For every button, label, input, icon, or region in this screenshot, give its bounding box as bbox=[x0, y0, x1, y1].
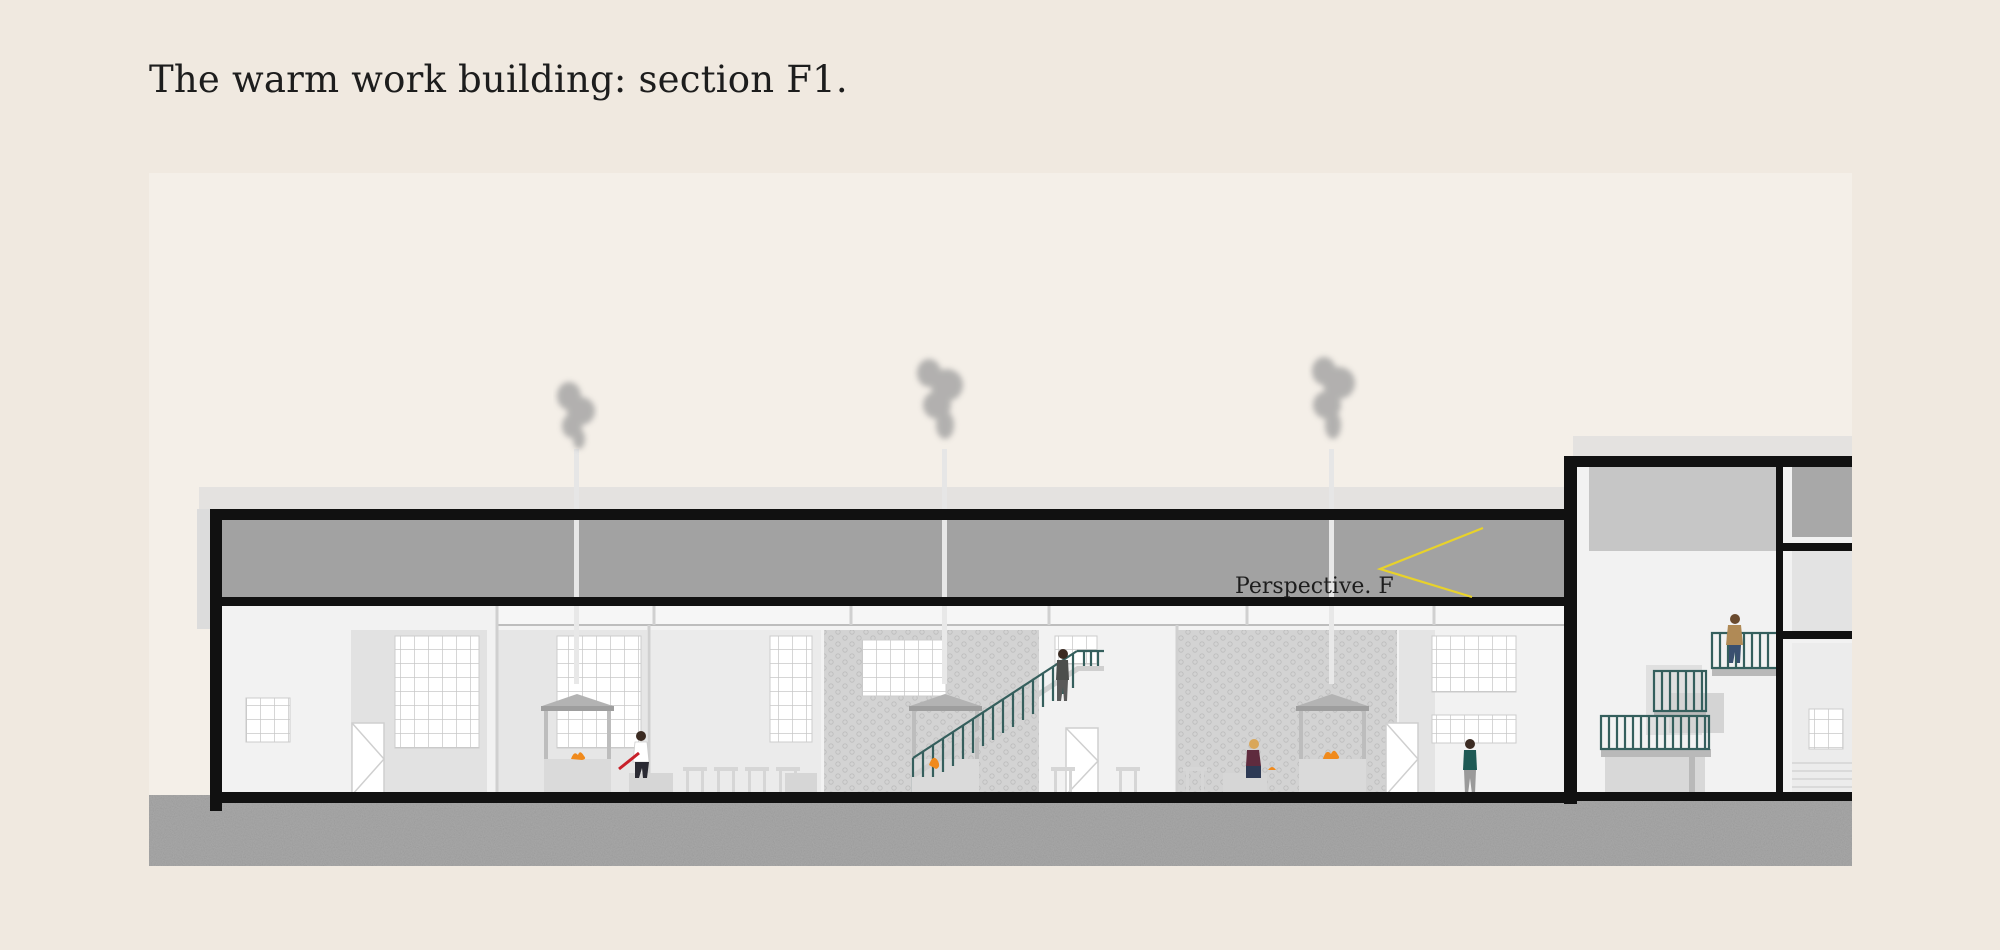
right-building bbox=[1564, 456, 1852, 804]
chimney-3 bbox=[1312, 357, 1355, 511]
ceiling-void bbox=[1792, 467, 1852, 537]
smoke-icon bbox=[557, 382, 595, 449]
window-icon bbox=[1431, 714, 1517, 744]
fire-icon bbox=[929, 757, 940, 769]
door-icon bbox=[1385, 722, 1420, 796]
window-icon bbox=[1431, 635, 1517, 693]
page-title: The warm work building: section F1. bbox=[149, 58, 848, 101]
person-icon bbox=[618, 731, 650, 778]
person-icon bbox=[1463, 739, 1477, 794]
perspective-marker: Perspective. F bbox=[1235, 526, 1484, 599]
roof-band-right bbox=[1573, 436, 1852, 456]
perspective-label: Perspective. F bbox=[1235, 574, 1394, 599]
fire-icon bbox=[1268, 767, 1276, 770]
window-icon bbox=[769, 635, 813, 743]
ground bbox=[149, 795, 1852, 866]
smoke-icon bbox=[917, 359, 963, 439]
window-icon bbox=[861, 639, 947, 697]
door-icon bbox=[1065, 727, 1100, 796]
window-icon bbox=[1808, 708, 1844, 750]
smoke-icon bbox=[1312, 357, 1355, 439]
window-icon bbox=[245, 697, 291, 743]
chimney-1 bbox=[557, 382, 595, 511]
fire-icon bbox=[571, 752, 586, 760]
person-icon bbox=[1056, 649, 1069, 701]
main-hall bbox=[210, 509, 1577, 811]
person-icon bbox=[1726, 614, 1743, 663]
window-icon bbox=[394, 635, 480, 749]
ceiling-void bbox=[219, 518, 1567, 598]
roof-band bbox=[199, 487, 1724, 511]
ceiling-void bbox=[1589, 467, 1780, 551]
chimney-2 bbox=[917, 359, 963, 511]
fire-icon bbox=[1323, 750, 1340, 759]
section-drawing: Perspective. F bbox=[149, 173, 1852, 866]
window-icon bbox=[556, 635, 642, 749]
stair-icon bbox=[1599, 631, 1780, 795]
left-facade-edge bbox=[197, 509, 211, 629]
right-building-structure bbox=[1564, 456, 1852, 804]
door-icon bbox=[351, 722, 386, 796]
workbenches bbox=[629, 767, 1267, 795]
person-icon bbox=[1246, 739, 1276, 778]
